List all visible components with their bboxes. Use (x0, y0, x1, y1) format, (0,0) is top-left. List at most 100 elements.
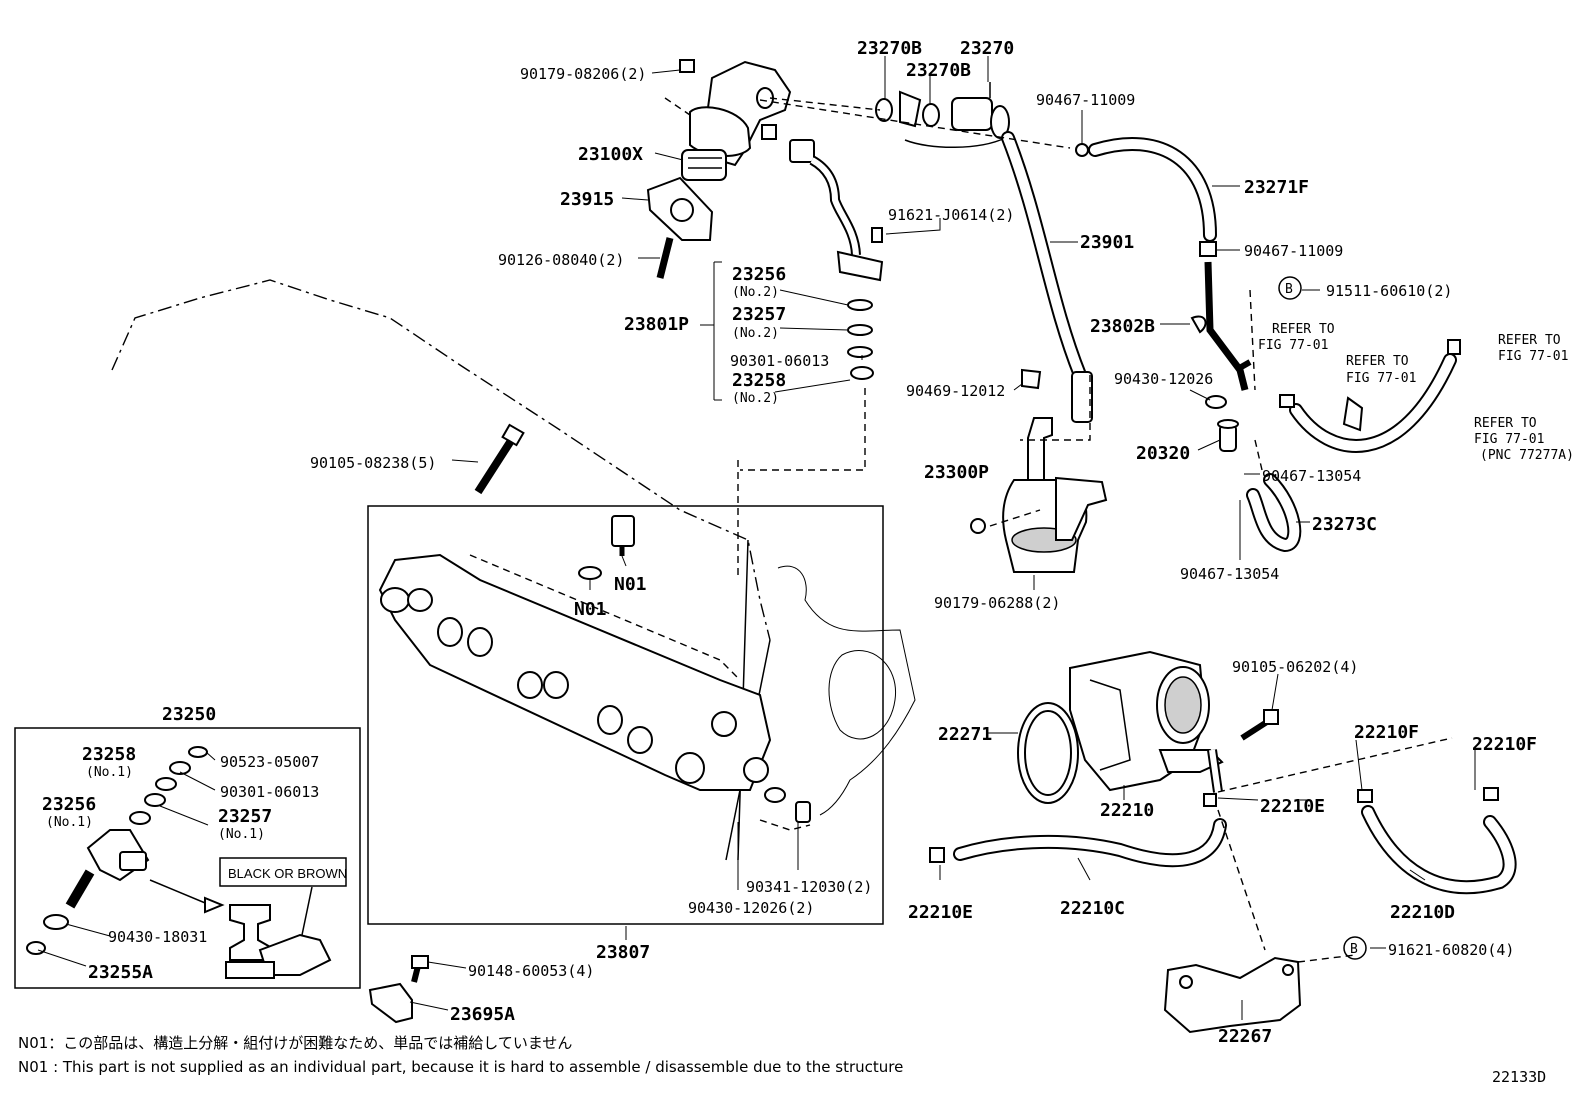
label-90148-60053: 90148-60053(4) (468, 962, 594, 980)
label-23270B-a: 23270B (857, 38, 922, 59)
label-90179-08206: 90179-08206(2) (520, 65, 646, 83)
label-no2-a: (No.2) (732, 285, 779, 300)
label-90430-12026-b: 90430-12026(2) (688, 899, 814, 917)
label-23256-top: 23256 (732, 264, 786, 285)
hose-77277A (1279, 339, 1461, 453)
label-refer4a: REFER TO (1474, 416, 1537, 431)
label-22210E-b: 22210E (908, 902, 973, 923)
hose-23901 (1001, 131, 1093, 423)
label-black-or-brown: BLACK OR BROWN (228, 866, 347, 881)
label-90467-11009-a: 90467-11009 (1036, 91, 1135, 109)
label-22267: 22267 (1218, 1026, 1272, 1047)
diagram-code: 22133D (1492, 1068, 1546, 1086)
label-90430-18031: 90430-18031 (108, 928, 207, 946)
throttle-body-22210 (1069, 650, 1224, 793)
label-n01-b: N01 (574, 599, 607, 620)
hose-23271F (1075, 136, 1217, 257)
valve-20320 (1205, 395, 1239, 452)
label-22210F-b: 22210F (1472, 734, 1537, 755)
regulator-23300P (970, 368, 1108, 573)
label-no2-b: (No.2) (732, 326, 779, 341)
label-23802B: 23802B (1090, 316, 1155, 337)
label-23258-top: 23258 (732, 370, 786, 391)
hose-22210C (929, 793, 1227, 868)
label-refer2b: FIG 77-01 (1498, 349, 1568, 364)
label-23807: 23807 (596, 942, 650, 963)
label-23255A: 23255A (88, 962, 153, 983)
gasket-23915 (646, 176, 714, 241)
label-refer4c: (PNC 77277A) (1480, 448, 1574, 463)
label-23915: 23915 (560, 189, 614, 210)
note-jp: N01：この部品は、構造上分解・組付けが困難なため、単品では補給していません (18, 1034, 572, 1052)
stud-90126-08040 (656, 237, 674, 279)
label-23270B-b: 23270B (906, 60, 971, 81)
label-90467-11009-b: 90467-11009 (1244, 242, 1343, 260)
label-23270: 23270 (960, 38, 1014, 59)
fuel-rail-23807 (378, 388, 866, 831)
label-90126-08040: 90126-08040(2) (498, 251, 624, 269)
part-labels: 90179-08206(2) 23270B 23270 23270B 90467… (18, 38, 1574, 1086)
label-90105-08238: 90105-08238(5) (310, 454, 436, 472)
label-refer3b: FIG 77-01 (1346, 371, 1416, 386)
label-90341-12030: 90341-12030(2) (746, 878, 872, 896)
label-20320: 20320 (1136, 443, 1190, 464)
bracket-22267 (1163, 809, 1356, 1034)
throttle-body-23100X (681, 60, 792, 181)
clamp-23695A (368, 955, 429, 1024)
label-no1-a: (No.1) (86, 765, 133, 780)
label-23257-top: 23257 (732, 304, 786, 325)
label-23257-inset: 23257 (218, 806, 272, 827)
label-90523-05007: 90523-05007 (220, 753, 319, 771)
label-23100X: 23100X (578, 144, 643, 165)
label-23273C: 23273C (1312, 514, 1377, 535)
connector-inset (219, 857, 347, 979)
b-marks (1278, 276, 1367, 960)
gasket-22271 (1017, 702, 1079, 804)
leader-lines (37, 56, 1476, 1020)
label-90105-06202: 90105-06202(4) (1232, 658, 1358, 676)
label-refer4b: FIG 77-01 (1474, 432, 1544, 447)
label-refer1b: FIG 77-01 (1258, 338, 1328, 353)
label-91621-J0614: 91621-J0614(2) (888, 206, 1014, 224)
label-refer2a: REFER TO (1498, 333, 1561, 348)
label-b-mark-a: B (1285, 282, 1293, 297)
hose-23273C (1246, 473, 1302, 553)
label-no2-c: (No.2) (732, 391, 779, 406)
hose-22210D (1217, 737, 1517, 895)
fuel-pipe-23801P (789, 139, 884, 380)
label-23271F: 23271F (1244, 177, 1309, 198)
vsv-23270 (875, 82, 1010, 149)
label-23300P: 23300P (924, 462, 989, 483)
label-90301-06013-top: 90301-06013 (730, 352, 829, 370)
label-n01-a: N01 (614, 574, 647, 595)
label-23695A: 23695A (450, 1004, 515, 1025)
note-en: N01 : This part is not supplied as an in… (18, 1058, 903, 1076)
bolt-90179-08206 (679, 59, 695, 73)
label-90179-06288: 90179-06288(2) (934, 594, 1060, 612)
label-23256-inset: 23256 (42, 794, 96, 815)
label-23250: 23250 (162, 704, 216, 725)
label-90430-12026-top: 90430-12026 (1114, 370, 1213, 388)
injector-box (14, 727, 361, 989)
fuel-rail-box (367, 505, 884, 925)
label-90469-12012: 90469-12012 (906, 382, 1005, 400)
label-22271: 22271 (938, 724, 992, 745)
label-23258-inset: 23258 (82, 744, 136, 765)
bolt-90105-08238 (474, 423, 525, 495)
dashed-callouts (664, 97, 1263, 527)
label-90467-13054-b: 90467-13054 (1180, 565, 1279, 583)
label-91621-60820: 91621-60820(4) (1388, 941, 1514, 959)
label-b-mark-b: B (1350, 942, 1358, 957)
label-no1-b: (No.1) (46, 815, 93, 830)
label-no1-c: (No.1) (218, 827, 265, 842)
label-22210C: 22210C (1060, 898, 1125, 919)
pipe-23802B (1190, 261, 1252, 391)
injector-23250 (26, 746, 225, 955)
label-22210F-a: 22210F (1354, 722, 1419, 743)
label-refer1a: REFER TO (1272, 322, 1335, 337)
label-23901: 23901 (1080, 232, 1134, 253)
label-refer3a: REFER TO (1346, 354, 1409, 369)
bolt-90105-06202 (1240, 709, 1279, 741)
